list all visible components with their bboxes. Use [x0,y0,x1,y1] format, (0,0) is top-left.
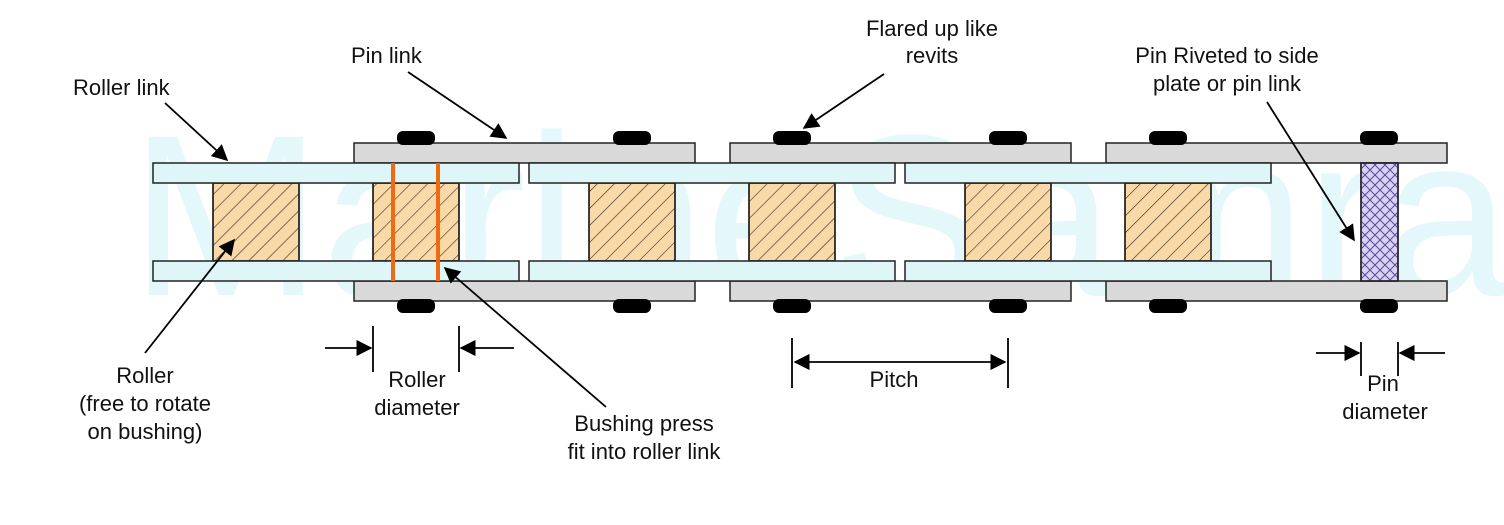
leader-arrows [144,71,1355,408]
label-roller-diameter-line2: diameter [374,395,460,420]
roller-plate-bottom-3 [904,260,1272,282]
rivet-head [1360,131,1398,145]
arrow-bushing [443,266,607,408]
arrow-roller-link [164,102,229,162]
rivet-head [397,299,435,313]
roller-plate-top-1 [152,162,520,184]
roller-link-plates [152,162,1272,282]
label-bushing-line2: fit into roller link [568,439,722,464]
roller-plate-bottom-1 [152,260,520,282]
pin-plate-top-1 [353,142,696,164]
arrow-pin-link [407,71,508,139]
label-pin-riveted-line1: Pin Riveted to side [1135,43,1318,68]
label-pin-diameter-line1: Pin [1367,371,1399,396]
roller-diameter-dimension [325,326,514,372]
roller-plate-top-2 [528,162,896,184]
roller-plate-top-3 [904,162,1272,184]
pitch-dimension [791,338,1009,388]
label-pin-riveted-line2: plate or pin link [1153,71,1302,96]
rivet-head [773,299,811,313]
labels: Roller link Pin link Flared up like revi… [73,16,1428,464]
rivet-head [1149,299,1187,313]
pin [1360,162,1399,282]
rivet-head [989,131,1027,145]
rivet-head [1360,299,1398,313]
arrow-roller [144,238,236,354]
pin-plate-bottom-1 [353,280,696,302]
label-bushing-line1: Bushing press [574,411,713,436]
label-flared-line2: revits [906,43,959,68]
label-pin-link: Pin link [351,43,423,68]
label-roller-link: Roller link [73,75,171,100]
arrow-flared [802,73,885,129]
label-flared-line1: Flared up like [866,16,998,41]
rollers [212,182,1212,262]
rivet-head [613,299,651,313]
pin-link-plates [353,142,1448,302]
rivet-head [773,131,811,145]
rivet-head [397,131,435,145]
rivet-heads [397,131,1398,313]
arrow-pin-riveted [1266,101,1355,242]
pin-plate-top-3 [1105,142,1448,164]
rivet-head [989,299,1027,313]
label-pitch: Pitch [870,367,919,392]
label-pin-diameter-line2: diameter [1342,399,1428,424]
pin-plate-bottom-3 [1105,280,1448,302]
rivet-head [1149,131,1187,145]
bushing-lines [391,163,440,281]
label-roller-line1: Roller [116,363,173,388]
pin-plate-top-2 [729,142,1072,164]
roller-plate-bottom-2 [528,260,896,282]
pin-diameter-dimension [1316,342,1445,376]
label-roller-line2: (free to rotate [79,391,211,416]
pin-plate-bottom-2 [729,280,1072,302]
label-roller-diameter-line1: Roller [388,367,445,392]
rivet-head [613,131,651,145]
label-roller-line3: on bushing) [88,419,203,444]
